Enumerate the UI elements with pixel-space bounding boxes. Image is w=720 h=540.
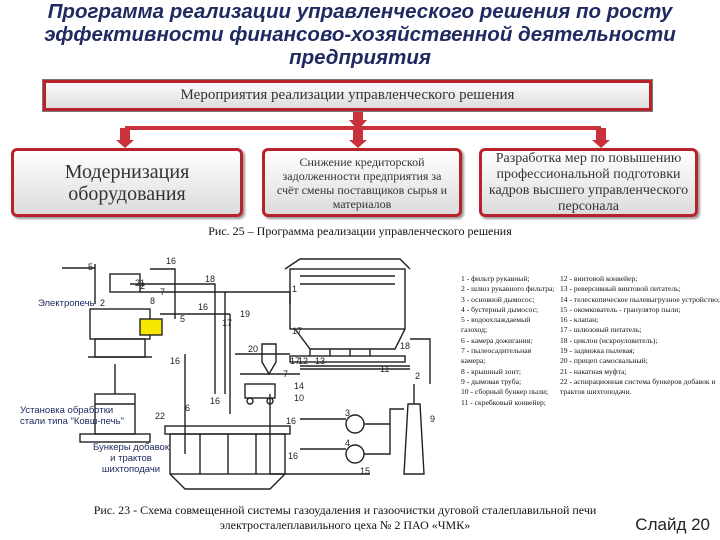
svg-text:18: 18	[205, 274, 215, 284]
legend-item: 14 - телескопическое пылевыгрузное устро…	[560, 294, 720, 304]
label-additive-bunkers: Бункеры добавок и трактов шихтоподачи	[92, 442, 170, 475]
legend-item: 19 - задвижка пылевая;	[560, 346, 635, 356]
legend-item: 5 - водоохлаждаемый газоход;	[461, 315, 531, 335]
legend-item: 15 - окомкователь - гранулятор пыли;	[560, 304, 681, 314]
legend-item: 12 - винтовой конвейер;	[560, 274, 638, 283]
duct-line	[140, 291, 226, 394]
legend-item: 8 - крышный зонт;	[461, 366, 521, 376]
svg-text:16: 16	[210, 396, 220, 406]
legend-item: 16 - клапан;	[560, 315, 599, 325]
legend-item: 17 - шлюзовый питатель;	[560, 325, 642, 335]
svg-text:13: 13	[315, 356, 325, 366]
svg-text:16: 16	[288, 451, 298, 461]
svg-text:21: 21	[135, 278, 145, 288]
svg-text:17: 17	[292, 326, 302, 336]
svg-text:16: 16	[170, 356, 180, 366]
svg-text:4: 4	[345, 438, 350, 448]
gas-cleaning-schematic: 5 16 18 1 8 7 5 16 19 21 17 17 20 17 12 …	[62, 256, 435, 490]
svg-text:14: 14	[294, 381, 304, 391]
svg-text:15: 15	[360, 466, 370, 476]
svg-text:3: 3	[345, 408, 350, 418]
org-chart-card-debt-reduction: Снижение кредиторской задолженности пред…	[262, 148, 462, 217]
slide-number: Слайд 20	[635, 515, 710, 534]
legend-item: 11 - скребковый конвейер;	[461, 397, 546, 407]
svg-text:9: 9	[430, 414, 435, 424]
legend-item: 22 - аспирационная система бункеров доба…	[560, 376, 716, 397]
legend-item: 2 - шлюз рукавного фильтра;	[461, 284, 555, 294]
svg-text:20: 20	[248, 344, 258, 354]
cyclone	[261, 343, 277, 376]
duct-line	[225, 291, 291, 304]
legend-right: 12 - винтовой конвейер; 13 - реверсивный…	[560, 274, 720, 398]
svg-text:8: 8	[150, 296, 155, 306]
svg-text:17: 17	[222, 318, 232, 328]
legend-item: 7 - пылеосадительная камера;	[461, 346, 532, 366]
svg-text:2: 2	[415, 371, 420, 381]
chimney	[403, 403, 425, 475]
svg-text:7: 7	[283, 369, 288, 379]
figure-23-caption: Рис. 23 - Схема совмещенной системы газо…	[93, 503, 597, 532]
legend-item: 4 - бустерный дымосос;	[461, 304, 539, 314]
dump-trailer	[244, 383, 276, 399]
legend-item: 10 - сборный бункер пыли;	[461, 387, 549, 397]
legend-item: 9 - дымовая труба;	[461, 376, 522, 386]
svg-text:16: 16	[286, 416, 296, 426]
org-chart-card-staff-training: Разработка мер по повышению профессионал…	[479, 148, 698, 217]
label-electric-furnace: Электропечь	[38, 298, 95, 309]
svg-text:7: 7	[160, 287, 165, 297]
legend-item: 13 - реверсивный винтовой питатель;	[560, 284, 681, 294]
legend-item: 20 - прицеп самосвальный;	[560, 356, 648, 366]
svg-text:6: 6	[185, 403, 190, 413]
svg-text:16: 16	[198, 302, 208, 312]
label-ladle-furnace: Установка обработки стали типа "Ковш-печ…	[20, 405, 124, 427]
legend-left: 1 - фильтр рукавный; 2 - шлюз рукавного …	[461, 274, 556, 408]
legend-item: 18 - циклон (искроуловитель);	[560, 335, 658, 345]
svg-text:5: 5	[88, 262, 93, 272]
legend-item: 1 - фильтр рукавный;	[461, 274, 530, 283]
svg-text:22: 22	[155, 411, 165, 421]
svg-text:10: 10	[294, 393, 304, 403]
legend-item: 3 - основной дымосос;	[461, 294, 535, 304]
svg-text:18: 18	[400, 341, 410, 351]
svg-text:11: 11	[380, 364, 389, 374]
svg-text:16: 16	[166, 256, 176, 266]
svg-text:2: 2	[100, 298, 105, 308]
svg-text:12: 12	[298, 356, 308, 366]
org-chart-connectors	[116, 112, 610, 148]
legend-item: 21 - накатная муфта;	[560, 366, 627, 376]
page-title: Программа реализации управленческого реш…	[44, 0, 676, 69]
svg-text:19: 19	[240, 309, 250, 319]
org-chart-card-modernization: Модернизация оборудования	[11, 148, 243, 217]
duct-line	[130, 283, 216, 394]
figure-25-caption: Рис. 25 – Программа реализации управленч…	[208, 224, 512, 238]
svg-text:2: 2	[140, 281, 145, 291]
legend-item: 6 - камера дожигания;	[461, 335, 533, 345]
duct-line	[150, 268, 176, 319]
svg-text:17: 17	[290, 356, 300, 366]
baghouse-filter	[289, 268, 406, 330]
org-chart-root: Мероприятия реализации управленческого р…	[42, 79, 653, 112]
svg-text:5: 5	[180, 314, 185, 324]
svg-text:1: 1	[292, 284, 297, 294]
